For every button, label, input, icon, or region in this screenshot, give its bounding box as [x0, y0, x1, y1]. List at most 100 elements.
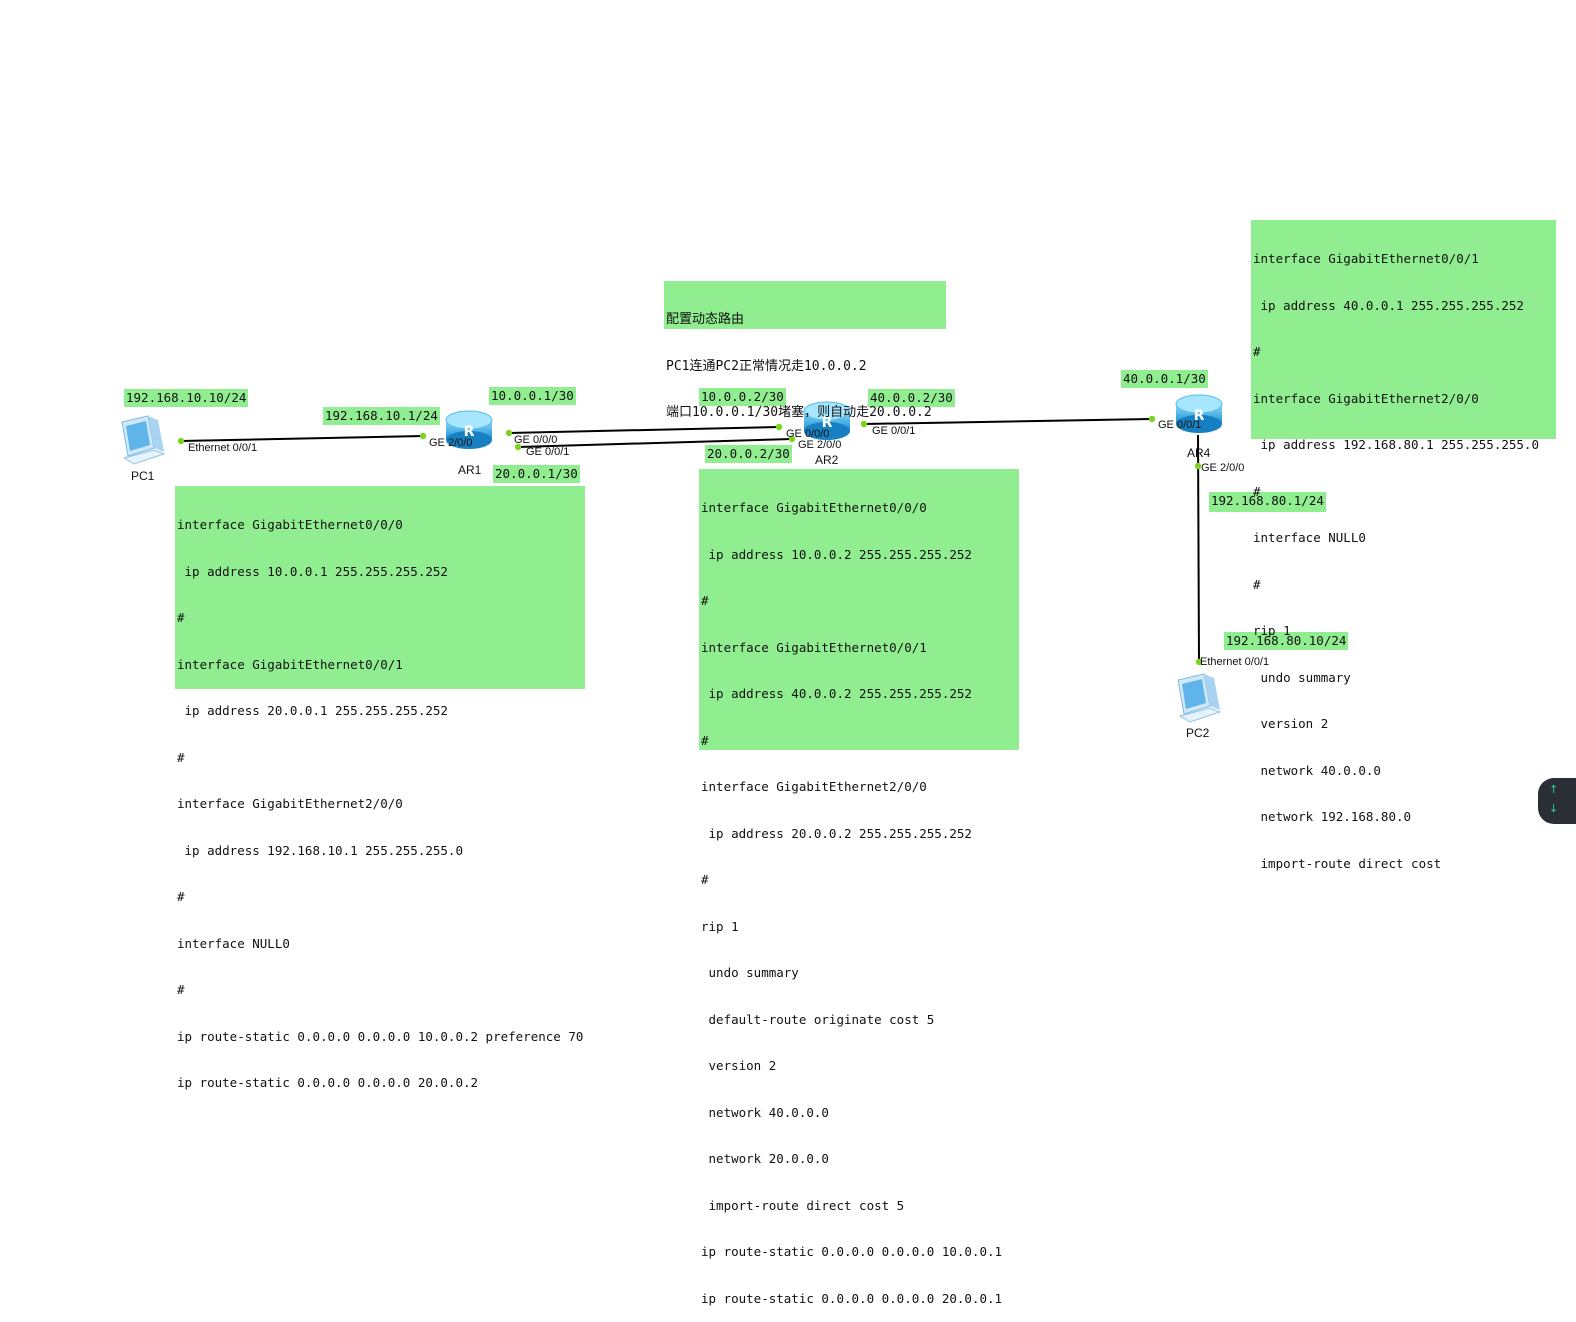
config-line: network 192.168.80.0 [1253, 809, 1412, 824]
router-icon: R [1175, 394, 1223, 433]
ar1-node[interactable]: R [444, 410, 494, 452]
port-label-ar4-ge001: GE 0/0/1 [1158, 419, 1202, 431]
config-line: ip route-static 0.0.0.0 0.0.0.0 20.0.0.2 [177, 1075, 479, 1090]
port-label-pc2-eth: Ethernet 0/0/1 [1200, 656, 1270, 668]
device-label-ar4: AR4 [1187, 446, 1211, 460]
config-line: undo summary [701, 965, 799, 980]
config-line: network 40.0.0.0 [701, 1104, 829, 1120]
title-note-line: 端口10.0.0.1/30堵塞，则自动走20.0.0.2 [666, 405, 932, 420]
ip-tag-ar2-g200[interactable]: 20.0.0.2/30 [705, 445, 792, 463]
device-label-pc2: PC2 [1186, 726, 1210, 740]
ip-tag-ar1-lan[interactable]: 192.168.10.1/24 [323, 407, 440, 425]
device-label-pc1: PC1 [131, 469, 155, 483]
pc2-node[interactable] [1170, 672, 1228, 724]
port-label-ar2-ge200: GE 2/0/0 [798, 439, 842, 451]
config-line: network 40.0.0.0 [1253, 762, 1381, 778]
config-line: ip route-static 0.0.0.0 0.0.0.0 10.0.0.1 [701, 1244, 1003, 1259]
config-line: interface GigabitEthernet2/0/0 [701, 779, 927, 794]
port-label-ar1-ge000: GE 0/0/0 [514, 434, 558, 446]
config-line: ip route-static 0.0.0.0 0.0.0.0 20.0.0.1 [701, 1290, 1003, 1306]
config-line: ip address 10.0.0.2 255.255.255.252 [701, 546, 972, 562]
port-label-ar2-ge001: GE 0/0/1 [872, 425, 916, 437]
config-line: interface GigabitEthernet2/0/0 [1253, 390, 1479, 406]
ip-tag-ar4-lan[interactable]: 192.168.80.1/24 [1209, 492, 1326, 512]
topology-links [177, 415, 1203, 666]
ar2-node[interactable]: R [802, 401, 852, 443]
config-line: rip 1 [1253, 623, 1291, 638]
title-note[interactable]: 配置动态路由 PC1连通PC2正常情况走10.0.0.2 端口10.0.0.1/… [664, 281, 946, 420]
arrow-up-icon[interactable]: ↑ [1549, 783, 1559, 796]
port-label-ar1-ge001: GE 0/0/1 [526, 446, 570, 458]
arrow-down-icon[interactable]: ↓ [1549, 802, 1559, 815]
config-line: # [1253, 576, 1261, 592]
config-line: # [701, 593, 709, 608]
ip-tag-ar1-g001[interactable]: 20.0.0.1/30 [493, 465, 580, 483]
link-ar1-ar2-g000[interactable] [508, 426, 780, 434]
config-line: # [177, 749, 185, 765]
config-line: ip route-static 0.0.0.0 0.0.0.0 10.0.0.2… [177, 1028, 584, 1044]
config-line: # [701, 872, 709, 887]
ip-tag-pc2[interactable]: 192.168.80.10/24 [1224, 632, 1349, 650]
config-line: ip address 192.168.80.1 255.255.255.0 [1253, 437, 1539, 452]
config-line: # [1253, 483, 1261, 499]
config-line: # [177, 889, 185, 904]
config-line: default-route originate cost 5 [701, 1011, 935, 1027]
config-line: # [701, 732, 709, 748]
svg-text:R: R [822, 415, 833, 431]
port-label-ar4-ge200: GE 2/0/0 [1201, 462, 1245, 474]
config-line: import-route direct cost 5 [701, 1197, 905, 1213]
config-line: import-route direct cost [1253, 855, 1442, 871]
pc-icon [1177, 673, 1222, 723]
device-label-ar2: AR2 [815, 453, 839, 467]
config-line: interface GigabitEthernet0/0/0 [701, 500, 927, 515]
svg-text:R: R [1194, 408, 1205, 424]
ip-tag-pc1[interactable]: 192.168.10.10/24 [124, 389, 249, 407]
device-label-ar1: AR1 [458, 463, 482, 477]
config-line: interface GigabitEthernet0/0/1 [1253, 251, 1479, 266]
port-label-ar1-ge200: GE 2/0/0 [429, 437, 473, 449]
svg-text:R: R [464, 424, 475, 440]
scroll-widget[interactable]: ↑ ↓ [1538, 778, 1576, 824]
config-line: interface GigabitEthernet0/0/1 [177, 656, 403, 672]
config-line: interface NULL0 [1253, 530, 1366, 545]
title-note-line: PC1连通PC2正常情况走10.0.0.2 [666, 358, 867, 374]
config-line: ip address 40.0.0.1 255.255.255.252 [1253, 297, 1524, 313]
pc1-node[interactable] [114, 414, 172, 466]
config-line: interface GigabitEthernet2/0/0 [177, 796, 403, 811]
config-line: network 20.0.0.0 [701, 1151, 829, 1166]
config-line: version 2 [1253, 716, 1329, 731]
ar2-config-note[interactable]: interface GigabitEthernet0/0/0 ip addres… [699, 469, 1019, 1306]
config-line: undo summary [1253, 669, 1351, 685]
config-line: ip address 20.0.0.1 255.255.255.252 [177, 703, 448, 718]
config-line: ip address 40.0.0.2 255.255.255.252 [701, 686, 972, 701]
config-line: # [177, 610, 185, 625]
router-icon: R [445, 410, 493, 449]
port-label-pc1-eth: Ethernet 0/0/1 [188, 442, 258, 454]
link-ar1-ar2-g001[interactable] [517, 438, 793, 448]
config-line: # [177, 982, 185, 997]
ip-tag-ar1-g000[interactable]: 10.0.0.1/30 [489, 387, 576, 405]
config-line: interface GigabitEthernet0/0/0 [177, 517, 403, 532]
pc-icon [121, 415, 166, 465]
link-ar4-pc2[interactable] [1197, 434, 1200, 663]
router-icon: R [803, 401, 851, 440]
ar1-config-note[interactable]: interface GigabitEthernet0/0/0 ip addres… [175, 486, 585, 1090]
link-ar2-ar4[interactable] [863, 418, 1153, 425]
config-line: version 2 [701, 1058, 777, 1073]
config-line: interface NULL0 [177, 935, 290, 951]
config-line: ip address 10.0.0.1 255.255.255.252 [177, 563, 448, 579]
title-note-line: 配置动态路由 [666, 312, 745, 327]
config-line: # [1253, 344, 1261, 359]
port-dots [177, 415, 1203, 666]
config-line: ip address 192.168.10.1 255.255.255.0 [177, 842, 463, 858]
ip-tag-ar2-g000[interactable]: 10.0.0.2/30 [699, 388, 786, 406]
ar4-node[interactable]: R [1174, 394, 1224, 436]
ip-tag-ar2-g001[interactable]: 40.0.0.2/30 [868, 389, 955, 407]
ip-tag-ar4-g001[interactable]: 40.0.0.1/30 [1121, 370, 1208, 388]
ar4-config-note[interactable]: interface GigabitEthernet0/0/1 ip addres… [1251, 220, 1556, 871]
config-line: rip 1 [701, 918, 739, 934]
port-label-ar2-ge000: GE 0/0/0 [786, 428, 830, 440]
config-line: ip address 20.0.0.2 255.255.255.252 [701, 825, 972, 841]
link-pc1-ar1[interactable] [180, 435, 424, 442]
config-line: interface GigabitEthernet0/0/1 [701, 639, 927, 655]
